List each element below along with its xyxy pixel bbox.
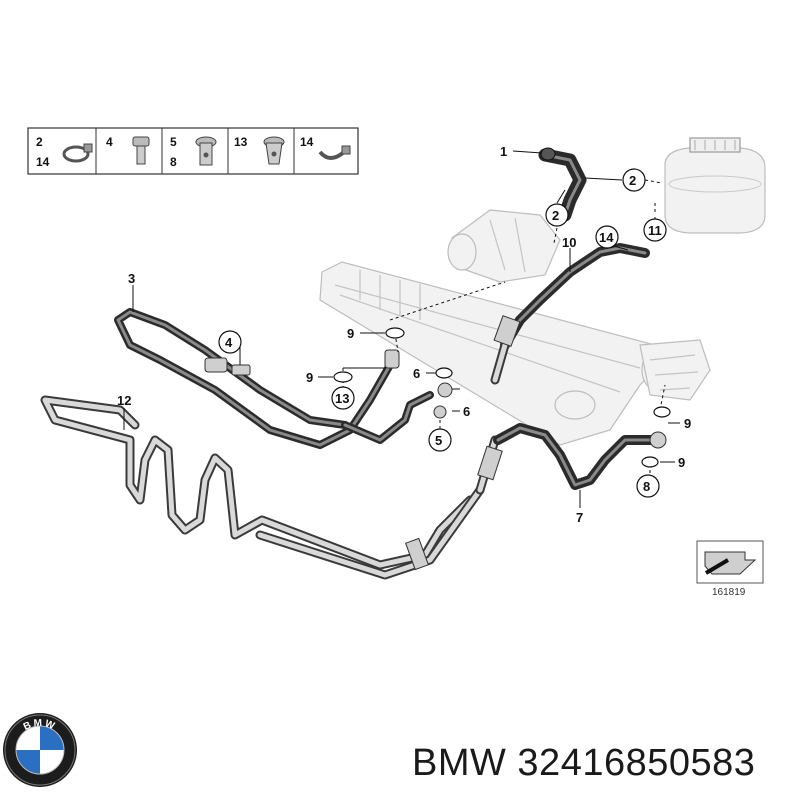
leader-lines — [123, 150, 680, 508]
callout-label: 2 — [552, 208, 559, 223]
fluid-reservoir — [664, 137, 766, 234]
callout-bubble — [643, 218, 667, 242]
callout-label: 12 — [117, 393, 131, 408]
callout-label: 2 — [629, 173, 636, 188]
cooler-pipe — [40, 395, 485, 580]
callout-label: 4 — [225, 335, 233, 350]
hollow-bolt-icon — [263, 136, 285, 165]
callout-bubble — [428, 428, 452, 452]
callout-bubble — [636, 474, 660, 498]
steering-rack-ghost — [319, 261, 711, 446]
svg-text:BMW: BMW — [22, 718, 58, 733]
o-ring — [641, 456, 659, 468]
callout-label: 13 — [335, 391, 349, 406]
power-steering-pump-ghost — [447, 209, 561, 283]
legend-label: 4 — [106, 135, 113, 149]
callout-label: 7 — [576, 510, 583, 525]
legend-label: 2 — [36, 135, 43, 149]
callout-label: 10 — [562, 235, 576, 250]
o-ring — [333, 371, 353, 383]
legend-label: 13 — [234, 135, 248, 149]
legend-label: 8 — [170, 155, 177, 169]
callout-bubble — [545, 203, 569, 227]
callout-label: 9 — [684, 416, 691, 431]
callouts: 1 2 2 10 14 11 3 4 9 9 13 6 6 5 12 9 9 8 — [117, 144, 691, 525]
callout-label: 6 — [463, 404, 470, 419]
callout-bubble — [622, 168, 646, 192]
bmw-roundel-logo: BMW — [3, 713, 77, 787]
suction-hose — [538, 147, 587, 222]
callout-label: 1 — [500, 144, 507, 159]
o-ring — [385, 327, 405, 339]
bolt-icon — [132, 136, 150, 165]
callout-bubble — [331, 386, 355, 410]
callout-label: 8 — [643, 479, 650, 494]
hose-clamp-icon — [62, 143, 93, 163]
o-ring — [653, 406, 671, 418]
legend-label: 14 — [36, 155, 50, 169]
callout-label: 9 — [306, 370, 313, 385]
callout-bubble — [595, 225, 619, 249]
callout-label: 11 — [648, 223, 662, 238]
diagram-number: 161819 — [712, 587, 746, 598]
return-line — [475, 423, 667, 495]
pressure-hose — [114, 308, 434, 449]
banjo-fitting — [437, 382, 453, 398]
legend-label: 14 — [300, 135, 314, 149]
callout-bubble — [218, 330, 242, 354]
parts-legend: 2 14 4 5 8 13 14 — [27, 127, 359, 175]
callout-label: 3 — [128, 271, 135, 286]
banjo-bolt-icon — [195, 136, 217, 166]
callout-label: 9 — [678, 455, 685, 470]
callout-label: 5 — [435, 433, 442, 448]
callout-label: 14 — [599, 230, 614, 245]
callout-label: 6 — [413, 366, 420, 381]
clip-icon — [318, 145, 351, 160]
diagram-reference: 161819 — [696, 540, 764, 598]
banjo-fitting — [433, 405, 447, 419]
brand-caption: BMW 32416850583 — [412, 742, 756, 784]
o-ring — [435, 367, 453, 379]
logo-text: BMW — [22, 718, 56, 733]
callout-label: 9 — [347, 326, 354, 341]
legend-label: 5 — [170, 135, 177, 149]
